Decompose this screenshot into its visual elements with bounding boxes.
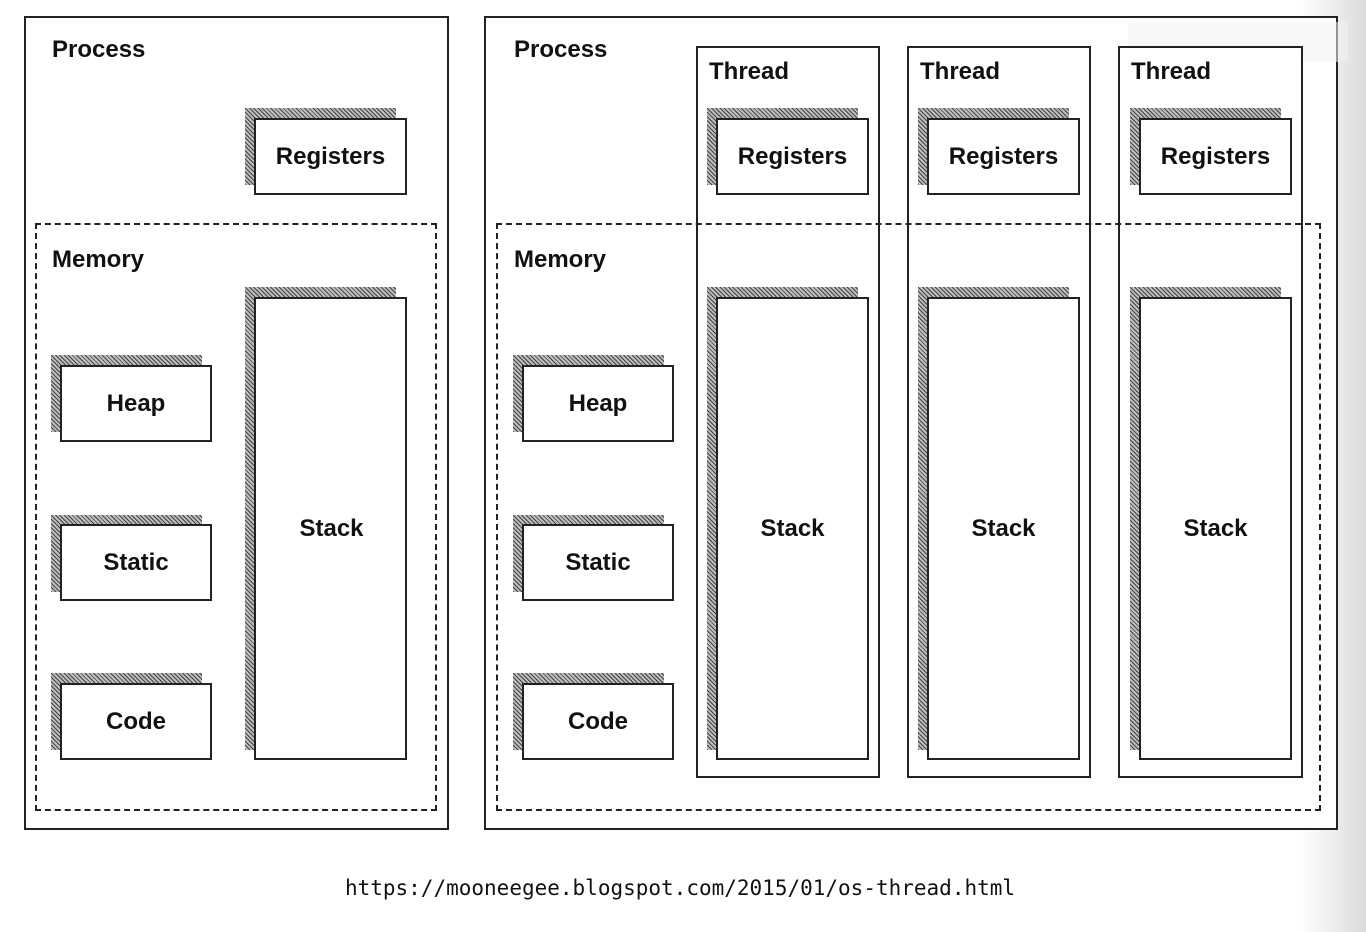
thread-label: Thread	[1131, 58, 1212, 85]
source-url-caption: https://mooneegee.blogspot.com/2015/01/o…	[344, 876, 1016, 900]
thread-label: Thread	[920, 58, 1001, 85]
static-box: Static	[522, 524, 674, 601]
registers-box: Registers	[716, 118, 869, 195]
stack-box: Stack	[716, 297, 869, 760]
process-label: Process	[514, 36, 608, 63]
memory-label: Memory	[52, 246, 145, 273]
registers-box: Registers	[254, 118, 407, 195]
heap-box: Heap	[60, 365, 212, 442]
stack-box: Stack	[254, 297, 407, 760]
code-box: Code	[522, 683, 674, 760]
heap-box: Heap	[522, 365, 674, 442]
memory-region	[496, 223, 1321, 811]
memory-region	[35, 223, 437, 811]
process-label: Process	[52, 36, 146, 63]
static-box: Static	[60, 524, 212, 601]
code-box: Code	[60, 683, 212, 760]
registers-box: Registers	[927, 118, 1080, 195]
stack-box: Stack	[927, 297, 1080, 760]
thread-label: Thread	[709, 58, 790, 85]
stack-box: Stack	[1139, 297, 1292, 760]
memory-label: Memory	[514, 246, 607, 273]
registers-box: Registers	[1139, 118, 1292, 195]
